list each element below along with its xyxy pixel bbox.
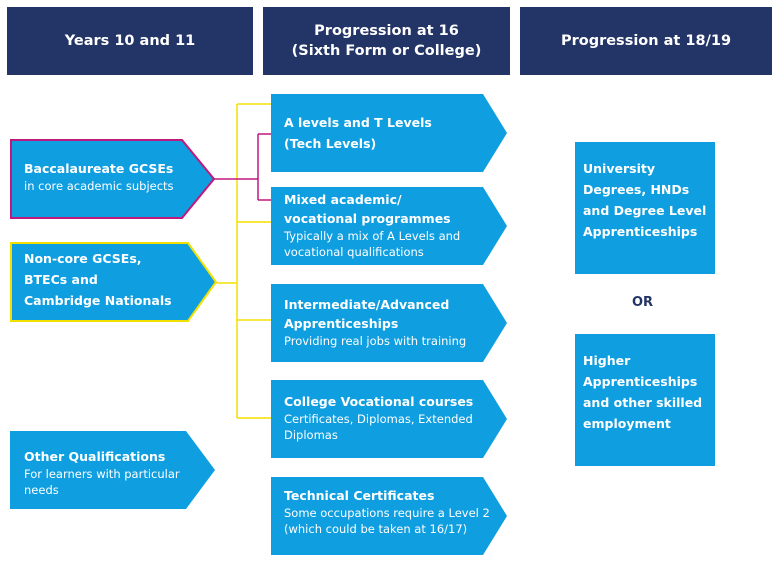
header-progression-18-19-label: Progression at 18/19 (560, 33, 732, 49)
college-vocational-sub-1: Certificates, Diplomas, Extended (284, 412, 473, 426)
other-qualifications-title: Other Qualifications (24, 449, 166, 464)
header-progression-16-line1: Progression at 16 (314, 23, 459, 39)
technical-certificates-sub-2: (which could be taken at 16/17) (284, 522, 468, 536)
non-core-gcses-title-1: Non-core GCSEs, (24, 251, 142, 266)
college-vocational-sub-2: Diplomas (284, 428, 338, 442)
higher-apprenticeships-line-1: Higher (583, 353, 631, 368)
header-years-10-11: Years 10 and 11 (7, 7, 253, 75)
university-line-1: University (583, 161, 655, 176)
non-core-gcses-title-2: BTECs and (24, 272, 98, 287)
header-progression-16: Progression at 16 (Sixth Form or College… (263, 7, 510, 75)
higher-apprenticeships-line-2: Apprenticeships (583, 374, 698, 389)
technical-certificates-box: Technical Certificates Some occupations … (271, 477, 507, 555)
a-levels-box: A levels and T Levels (Tech Levels) (271, 94, 507, 172)
mixed-programmes-sub-1: Typically a mix of A Levels and (284, 229, 461, 243)
mixed-programmes-sub-2: vocational qualifications (284, 245, 424, 259)
baccalaureate-gcses-sub: in core academic subjects (24, 179, 174, 193)
apprenticeships-box: Intermediate/Advanced Apprenticeships Pr… (271, 284, 507, 362)
higher-apprenticeships-line-3: and other skilled (583, 395, 703, 410)
university-line-3: and Degree Level (583, 203, 707, 218)
a-levels-title-2: (Tech Levels) (284, 136, 377, 151)
higher-apprenticeships-box: Higher Apprenticeships and other skilled… (575, 334, 715, 466)
other-qualifications-sub-1: For learners with particular (24, 467, 180, 481)
magenta-connectors (213, 133, 271, 201)
apprenticeships-title-1: Intermediate/Advanced (284, 297, 450, 312)
technical-certificates-title-1: Technical Certificates (284, 488, 435, 503)
apprenticeships-sub-1: Providing real jobs with training (284, 334, 467, 348)
technical-certificates-sub-1: Some occupations require a Level 2 (284, 506, 490, 520)
baccalaureate-gcses-box: Baccalaureate GCSEs in core academic sub… (10, 139, 216, 219)
baccalaureate-gcses-title: Baccalaureate GCSEs (24, 161, 174, 176)
apprenticeships-title-2: Apprenticeships (284, 316, 399, 331)
college-vocational-box: College Vocational courses Certificates,… (271, 380, 507, 458)
or-label: OR (632, 295, 654, 310)
yellow-connectors (215, 103, 271, 419)
university-box: University Degrees, HNDs and Degree Leve… (575, 142, 715, 274)
other-qualifications-box: Other Qualifications For learners with p… (10, 431, 215, 509)
mixed-programmes-box: Mixed academic/ vocational programmes Ty… (271, 187, 507, 265)
mixed-programmes-title-2: vocational programmes (284, 211, 451, 226)
non-core-gcses-box: Non-core GCSEs, BTECs and Cambridge Nati… (10, 242, 218, 322)
header-progression-18-19: Progression at 18/19 (520, 7, 772, 75)
header-years-10-11-label: Years 10 and 11 (64, 33, 196, 49)
college-vocational-title-1: College Vocational courses (284, 394, 474, 409)
non-core-gcses-title-3: Cambridge Nationals (24, 293, 172, 308)
header-progression-16-line2: (Sixth Form or College) (291, 43, 482, 59)
higher-apprenticeships-line-4: employment (583, 416, 671, 431)
university-line-4: Apprenticeships (583, 224, 698, 239)
university-line-2: Degrees, HNDs (583, 182, 690, 197)
mixed-programmes-title-1: Mixed academic/ (284, 192, 402, 207)
other-qualifications-sub-2: needs (24, 483, 59, 497)
a-levels-title-1: A levels and T Levels (284, 115, 432, 130)
